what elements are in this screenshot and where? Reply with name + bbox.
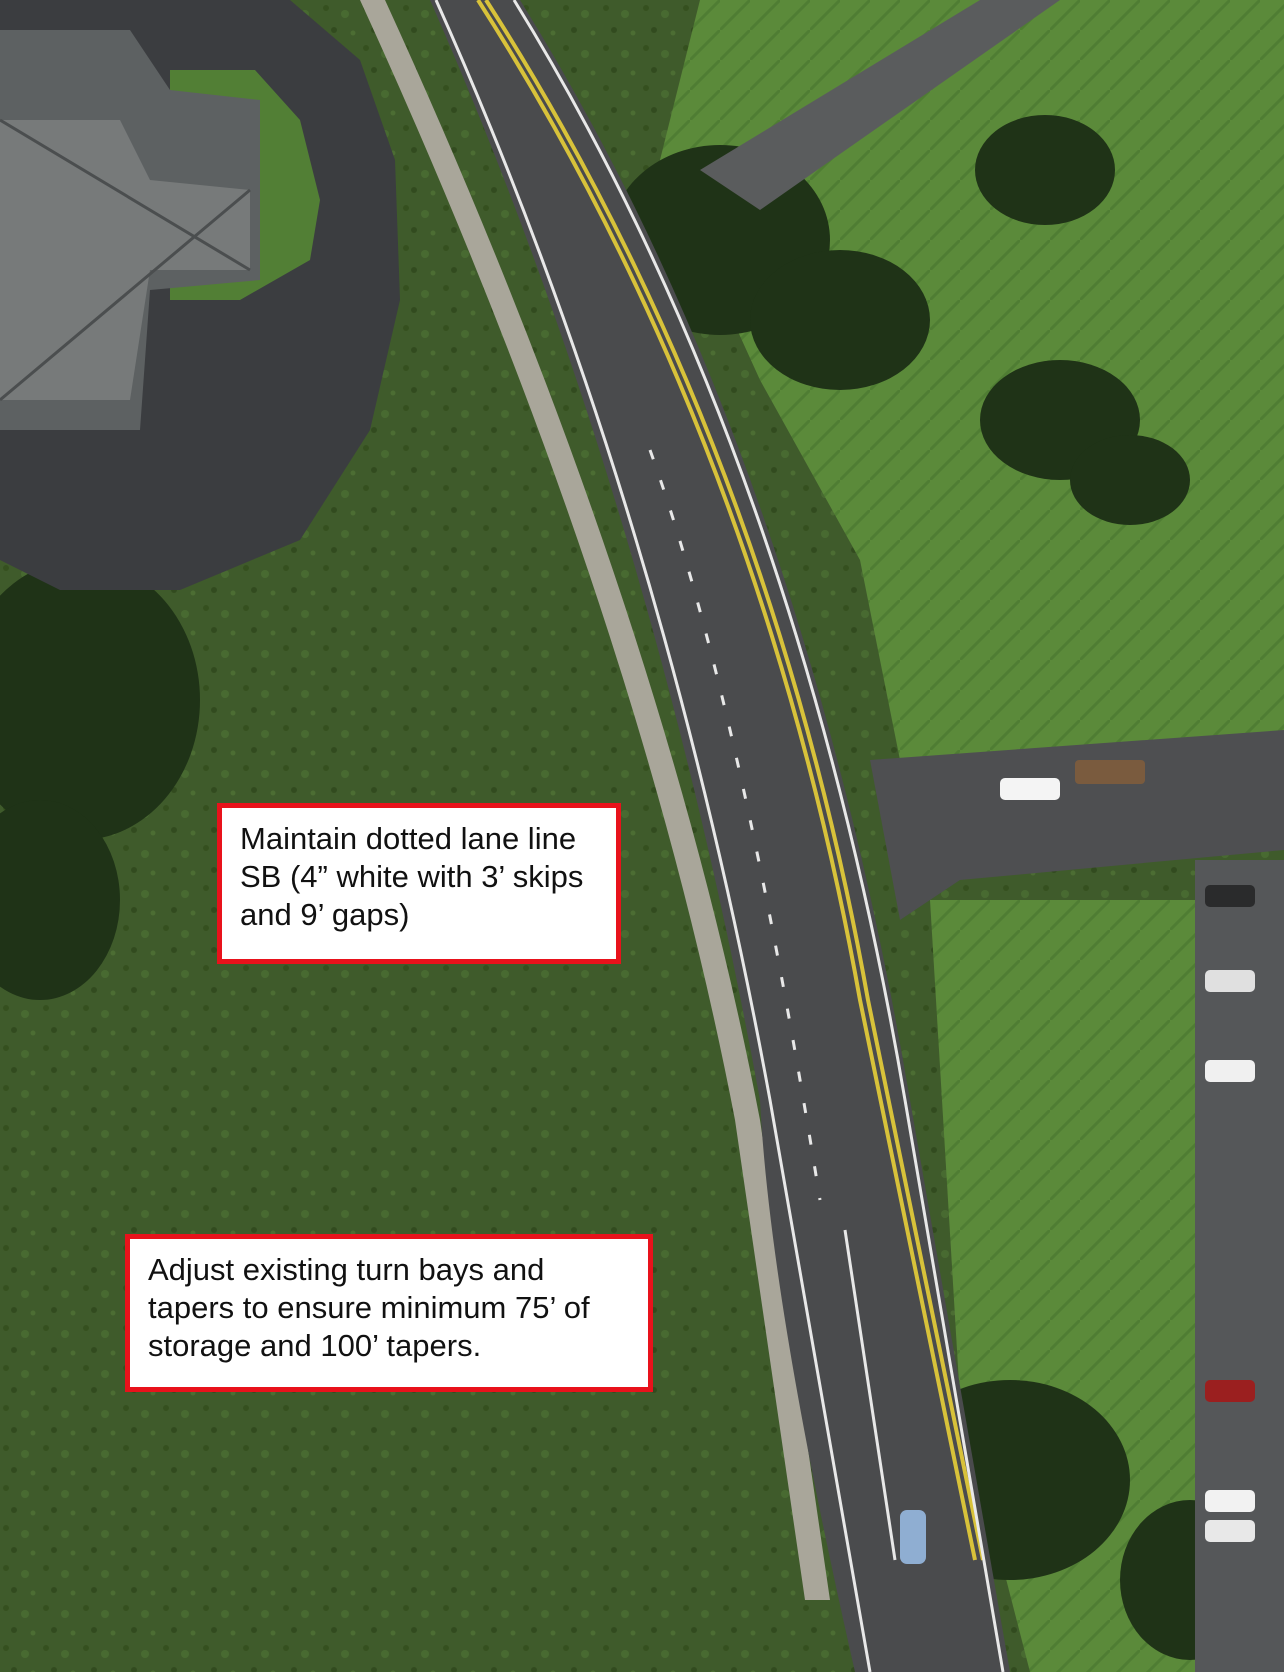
main-road — [430, 0, 1010, 1672]
callout-turn-bays: Adjust existing turn bays and tapers to … — [125, 1234, 653, 1392]
building — [0, 30, 260, 430]
edge-line-west — [434, 0, 872, 1672]
centerline-yellow-2 — [484, 0, 985, 1561]
parked-cars — [1000, 760, 1255, 1542]
dotted-lane-line — [648, 449, 822, 1201]
callout-dotted-lane-line: Maintain dotted lane line SB (4” white w… — [217, 803, 621, 964]
sidewalk — [360, 0, 830, 1600]
access-road-north — [700, 0, 1060, 210]
turn-bay-line — [843, 1229, 897, 1561]
side-street-east — [870, 730, 1284, 920]
moving-car — [900, 1510, 926, 1564]
edge-line-east — [512, 0, 1005, 1672]
east-lawn — [660, 0, 1284, 760]
centerline-yellow — [476, 0, 977, 1561]
